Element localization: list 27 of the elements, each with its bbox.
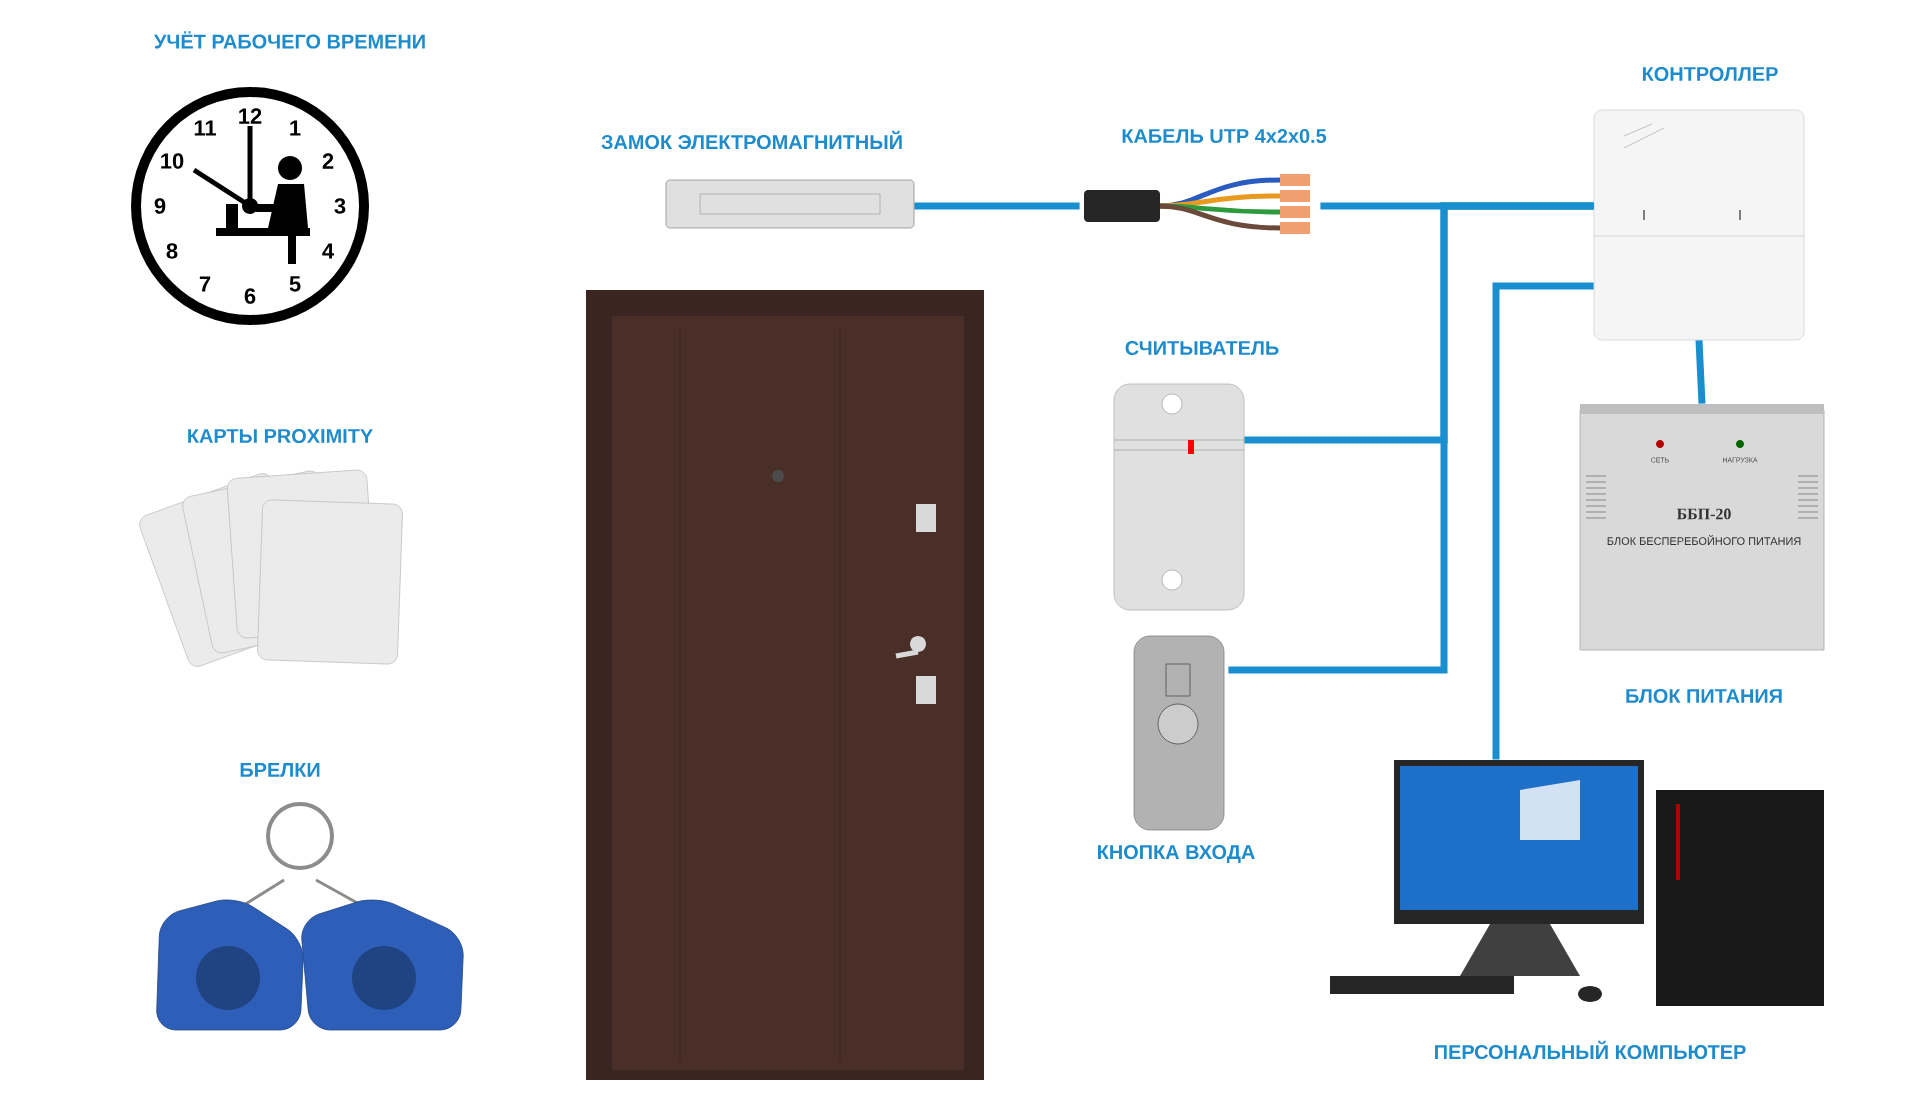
clock-numeral: 8 — [166, 243, 178, 259]
device-label: БЛОК ПИТАНИЯ — [1626, 688, 1782, 704]
device-label: БРЕЛКИ — [240, 763, 320, 777]
clock-numeral: 1 — [290, 120, 301, 136]
clock-numeral: 2 — [322, 153, 334, 169]
device-label: КАРТЫ PROXIMITY — [188, 428, 373, 444]
device-label: КАБЕЛЬ UTP 4x2x0.5 — [1122, 128, 1327, 144]
door-drawing — [586, 290, 984, 1080]
wire — [1228, 202, 1594, 674]
wire — [1492, 282, 1594, 760]
clock-numeral: 6 — [244, 288, 256, 304]
clock-numeral: 4 — [322, 243, 334, 259]
clock-numeral: 11 — [194, 120, 216, 136]
device-label: КНОПКА ВХОДА — [1098, 845, 1255, 863]
clock-numeral: 7 — [199, 276, 211, 292]
clock-numeral: 10 — [161, 153, 184, 169]
device-label: ПЕРСОНАЛЬНЫЙ КОМПЬЮТЕР — [1435, 1040, 1746, 1060]
device-label: ЗАМОК ЭЛЕКТРОМАГНИТНЫЙ — [601, 130, 902, 150]
device-label: КОНТРОЛЛЕР — [1642, 66, 1778, 82]
wire — [914, 202, 1080, 210]
device-label: УЧЁТ РАБОЧЕГО ВРЕМЕНИ — [153, 31, 425, 49]
wire — [1695, 340, 1706, 404]
clock-numeral: 12 — [239, 108, 262, 124]
clock-numeral: 3 — [334, 198, 346, 214]
clock-numeral: 5 — [289, 276, 301, 292]
device-label: СЧИТЫВАТЕЛЬ — [1125, 340, 1279, 356]
clock-numeral: 9 — [154, 198, 166, 214]
